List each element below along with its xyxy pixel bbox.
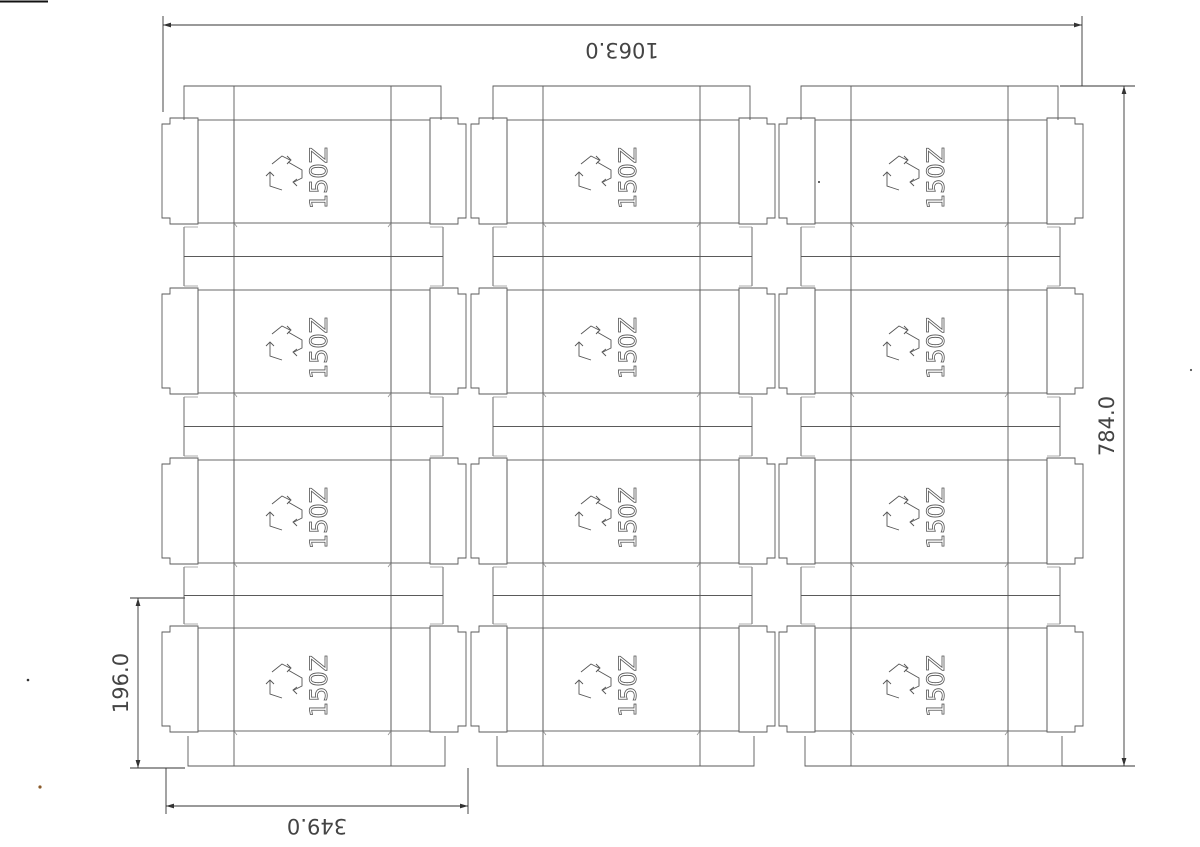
recycle-icon	[265, 495, 303, 531]
carton-label: 150Z	[614, 487, 642, 549]
carton-blank: 150Z	[470, 457, 776, 568]
carton-blank: 150Z	[778, 287, 1084, 398]
recycle-icon	[882, 663, 920, 699]
glue-strip	[183, 566, 444, 625]
carton-label: 150Z	[614, 317, 642, 379]
recycle-icon	[574, 663, 612, 699]
carton-label: 150Z	[922, 487, 950, 549]
recycle-icon	[882, 495, 920, 531]
nest-column: 150Z 150Z 150Z 150Z	[161, 85, 467, 767]
carton-blank: 150Z	[161, 117, 467, 228]
nest-column: 150Z 150Z 150Z 150Z	[470, 85, 776, 767]
glue-strip	[183, 226, 444, 287]
carton-blank: 150Z	[778, 625, 1084, 736]
carton-blank: 150Z	[470, 625, 776, 736]
overall-height-label: 784.0	[1095, 396, 1119, 456]
nest-column: 150Z 150Z 150Z 150Z	[778, 85, 1084, 767]
recycle-icon	[265, 155, 303, 191]
carton-label: 150Z	[922, 317, 950, 379]
glue-strip	[492, 566, 753, 625]
carton-blank: 150Z	[778, 457, 1084, 568]
piece-height-dimension: 196.0	[109, 597, 185, 769]
carton-label: 150Z	[922, 655, 950, 717]
recycle-icon	[574, 325, 612, 361]
recycle-icon	[882, 155, 920, 191]
carton-label: 150Z	[305, 147, 333, 209]
carton-blank: 150Z	[470, 117, 776, 228]
carton-blank: 150Z	[161, 287, 467, 398]
glue-strip	[492, 226, 753, 287]
glue-strip	[800, 396, 1061, 457]
overall-width-label: 1063.0	[585, 38, 658, 62]
piece-width-dimension: 349.0	[165, 768, 469, 838]
piece-width-label: 349.0	[287, 814, 347, 838]
glue-strip	[800, 566, 1061, 625]
recycle-icon	[574, 495, 612, 531]
carton-blank: 150Z	[470, 287, 776, 398]
carton-blank: 150Z	[161, 625, 467, 736]
carton-blank: 150Z	[161, 457, 467, 568]
carton-blank: 150Z	[778, 117, 1084, 228]
overall-height-dimension: 784.0	[1060, 85, 1135, 767]
nesting-layout: 150Z150Z150Z150Z150Z150Z150Z150Z150Z150Z…	[161, 85, 1084, 767]
carton-label: 150Z	[614, 147, 642, 209]
carton-label: 150Z	[614, 655, 642, 717]
recycle-icon	[882, 325, 920, 361]
overall-width-dimension: 1063.0	[162, 16, 1083, 112]
carton-label: 150Z	[922, 147, 950, 209]
recycle-icon	[265, 663, 303, 699]
recycle-icon	[574, 155, 612, 191]
glue-strip	[183, 396, 444, 457]
glue-strip	[492, 396, 753, 457]
carton-label: 150Z	[305, 317, 333, 379]
glue-strip	[800, 226, 1061, 287]
recycle-icon	[265, 325, 303, 361]
carton-label: 150Z	[305, 487, 333, 549]
carton-label: 150Z	[305, 655, 333, 717]
piece-height-label: 196.0	[109, 653, 133, 713]
